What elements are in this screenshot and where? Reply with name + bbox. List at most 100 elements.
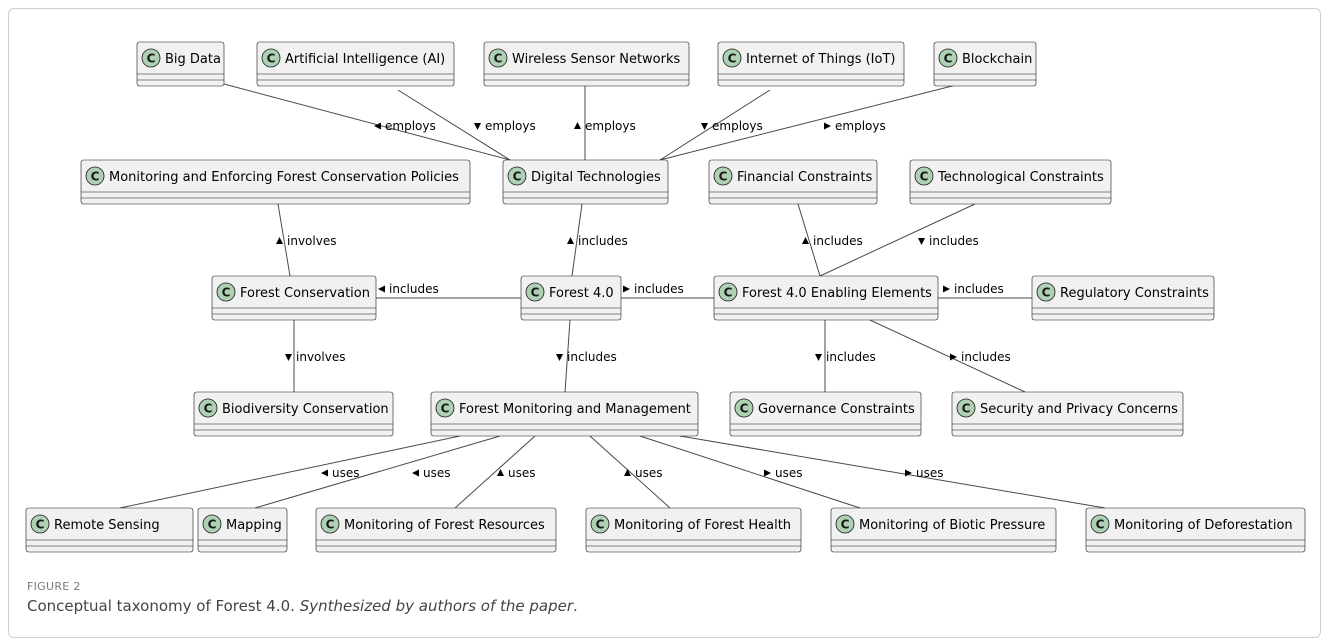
class-badge-icon — [141, 48, 161, 68]
edge-direction-arrow-icon — [285, 354, 292, 361]
edge-line — [797, 203, 821, 277]
edge-monitoring-mgmt-to-biotic: uses — [639, 435, 861, 509]
class-node-ai: C Artificial Intelligence (AI) — [256, 41, 455, 87]
edge-label: includes — [389, 282, 439, 296]
class-badge-letter: C — [1042, 286, 1051, 300]
node-box — [708, 159, 878, 205]
node-box — [933, 41, 1037, 87]
class-badge-letter: C — [740, 402, 749, 416]
edge-line — [571, 203, 583, 277]
edge-ai-to-digital: employs — [397, 89, 536, 161]
edge-line — [454, 435, 536, 509]
edge-direction-arrow-icon — [623, 285, 630, 293]
edge-direction-arrow-icon — [764, 469, 771, 477]
node-name: Forest Conservation — [240, 286, 370, 301]
node-box — [256, 41, 455, 87]
figure-caption: Conceptual taxonomy of Forest 4.0. Synth… — [27, 597, 578, 615]
class-node-resources: C Monitoring of Forest Resources — [315, 507, 557, 553]
node-name: Blockchain — [962, 52, 1032, 67]
edge-label: includes — [634, 282, 684, 296]
node-box — [483, 41, 690, 87]
edge-direction-arrow-icon — [802, 237, 809, 244]
edge-direction-arrow-icon — [276, 237, 283, 244]
edge-enabling-to-governance: includes — [815, 320, 876, 392]
edge-line — [397, 89, 511, 161]
node-box — [1085, 507, 1306, 553]
edge-label: involves — [287, 234, 336, 248]
class-node-monitoring-mgmt: C Forest Monitoring and Management — [430, 391, 699, 437]
node-name: Forest Monitoring and Management — [459, 402, 691, 417]
class-badge-letter: C — [267, 52, 276, 66]
edge-line — [277, 203, 291, 277]
node-box — [315, 507, 557, 553]
edge-financial-to-enabling: includes — [797, 203, 863, 277]
class-badge-icon — [320, 514, 340, 534]
edge-monitoring-mgmt-to-deforestation: uses — [679, 435, 1106, 509]
node-name: Security and Privacy Concerns — [980, 402, 1178, 417]
node-box — [520, 275, 622, 321]
edge-label: employs — [385, 119, 436, 133]
node-box — [951, 391, 1184, 437]
class-badge-letter: C — [441, 402, 450, 416]
node-name: Artificial Intelligence (AI) — [285, 52, 445, 67]
class-node-big-data: C Big Data — [136, 41, 225, 87]
edge-label: uses — [423, 466, 451, 480]
class-badge-letter: C — [494, 52, 503, 66]
edge-direction-arrow-icon — [950, 353, 957, 361]
edge-label: includes — [961, 350, 1011, 364]
edge-label: employs — [712, 119, 763, 133]
class-badge-letter: C — [36, 518, 45, 532]
edge-label: includes — [567, 350, 617, 364]
node-name: Monitoring and Enforcing Forest Conserva… — [109, 170, 459, 185]
node-box — [729, 391, 922, 437]
edge-monitoring-mgmt-to-health: uses — [589, 435, 671, 509]
class-badge-letter: C — [147, 52, 156, 66]
class-badge-icon — [1036, 282, 1056, 302]
edge-label: employs — [585, 119, 636, 133]
node-name: Monitoring of Forest Health — [614, 518, 791, 533]
edge-direction-arrow-icon — [378, 285, 385, 293]
edge-direction-arrow-icon — [943, 285, 950, 293]
edge-line — [869, 319, 1026, 393]
node-name: Remote Sensing — [54, 518, 160, 533]
class-badge-letter: C — [513, 170, 522, 184]
node-name: Big Data — [165, 52, 221, 67]
node-name: Financial Constraints — [737, 170, 872, 185]
edge-label: includes — [954, 282, 1004, 296]
class-node-policies: C Monitoring and Enforcing Forest Conserv… — [80, 159, 471, 205]
class-badge-icon — [1090, 514, 1110, 534]
class-badge-icon — [507, 166, 527, 186]
edge-wsn-to-digital: employs — [574, 86, 636, 160]
class-badge-letter: C — [326, 518, 335, 532]
class-badge-icon — [525, 282, 545, 302]
node-name: Biodiversity Conservation — [222, 402, 389, 417]
edge-label: uses — [635, 466, 663, 480]
edge-conservation-to-forest40: includes — [376, 282, 521, 299]
node-name: Monitoring of Forest Resources — [344, 518, 545, 533]
caption-end: . — [573, 597, 578, 615]
edge-direction-arrow-icon — [556, 354, 563, 361]
edge-direction-arrow-icon — [624, 469, 631, 476]
node-name: Forest 4.0 Enabling Elements — [742, 286, 932, 301]
edge-direction-arrow-icon — [918, 238, 925, 245]
class-node-remote: C Remote Sensing — [25, 507, 194, 553]
edge-label: uses — [508, 466, 536, 480]
edge-direction-arrow-icon — [815, 354, 822, 361]
class-badge-letter: C — [91, 170, 100, 184]
class-badge-letter: C — [944, 52, 953, 66]
class-badge-icon — [718, 282, 738, 302]
edge-label: employs — [835, 119, 886, 133]
edge-direction-arrow-icon — [412, 469, 419, 477]
edge-label: includes — [826, 350, 876, 364]
edge-direction-arrow-icon — [905, 469, 912, 477]
edge-policies-to-conservation: involves — [276, 203, 336, 277]
edge-direction-arrow-icon — [374, 122, 381, 130]
